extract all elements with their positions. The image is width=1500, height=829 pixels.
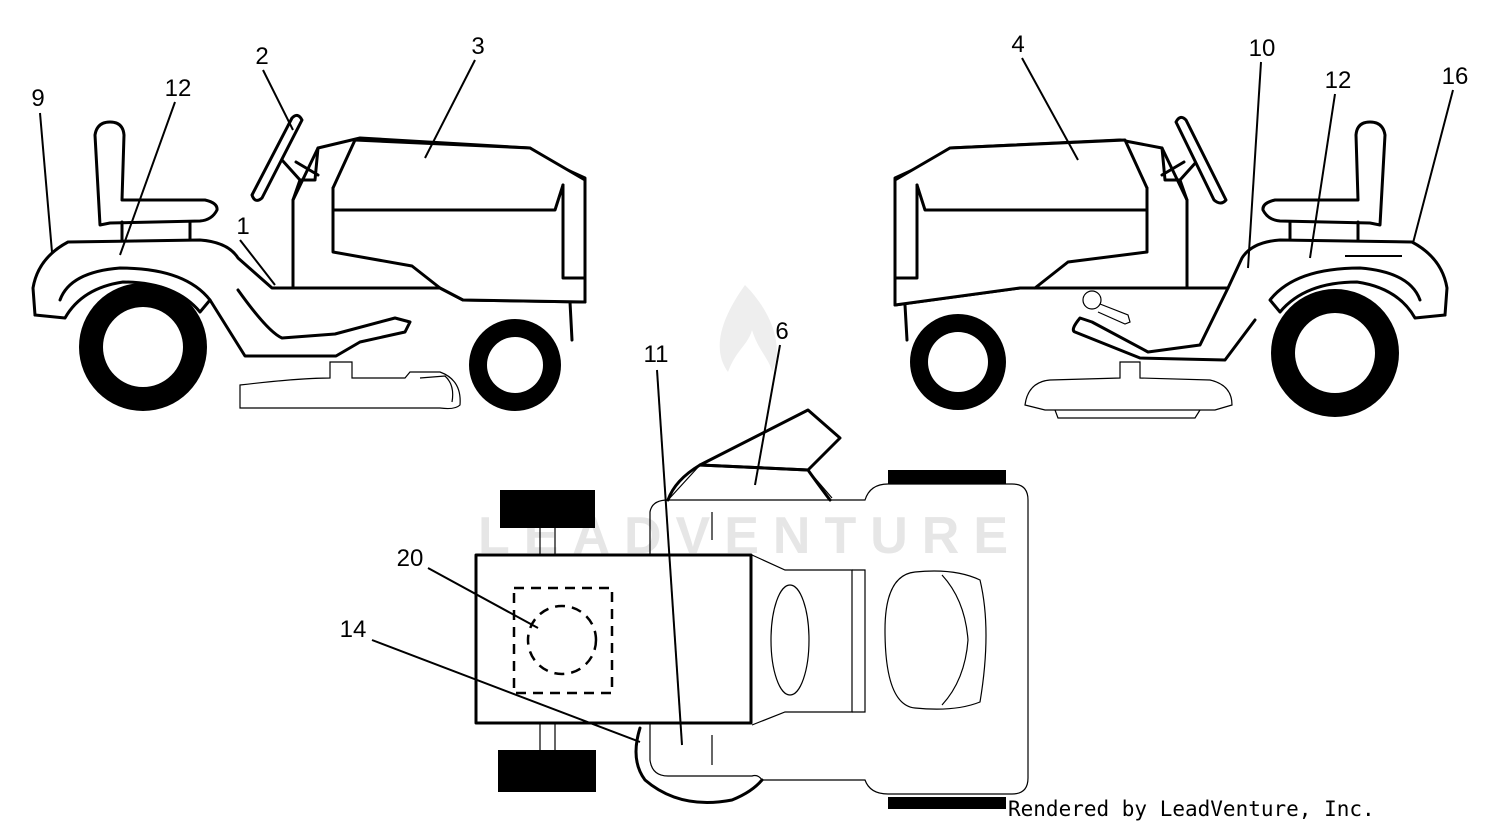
callout-11: 11 [644, 341, 669, 368]
right-callouts: 4 10 12 16 [1011, 31, 1469, 269]
callout-16: 16 [1442, 63, 1469, 90]
left-side-view [31, 113, 587, 411]
callout-10: 10 [1249, 35, 1276, 62]
callout-20: 20 [397, 545, 424, 572]
top-view [474, 408, 1029, 809]
callout-4: 4 [1011, 31, 1024, 58]
callout-12-right: 12 [1325, 67, 1352, 94]
callout-12-left: 12 [165, 75, 192, 102]
callout-9: 9 [31, 85, 44, 112]
callout-1: 1 [236, 213, 249, 240]
right-side-view [893, 115, 1449, 419]
callout-6: 6 [775, 318, 788, 345]
callout-14: 14 [340, 616, 367, 643]
top-callouts: 6 11 20 14 [340, 318, 789, 746]
callout-3: 3 [471, 33, 484, 60]
left-callouts: 9 12 2 3 1 [31, 33, 485, 286]
callout-2: 2 [255, 43, 268, 70]
credit-text: Rendered by LeadVenture, Inc. [1008, 797, 1375, 821]
